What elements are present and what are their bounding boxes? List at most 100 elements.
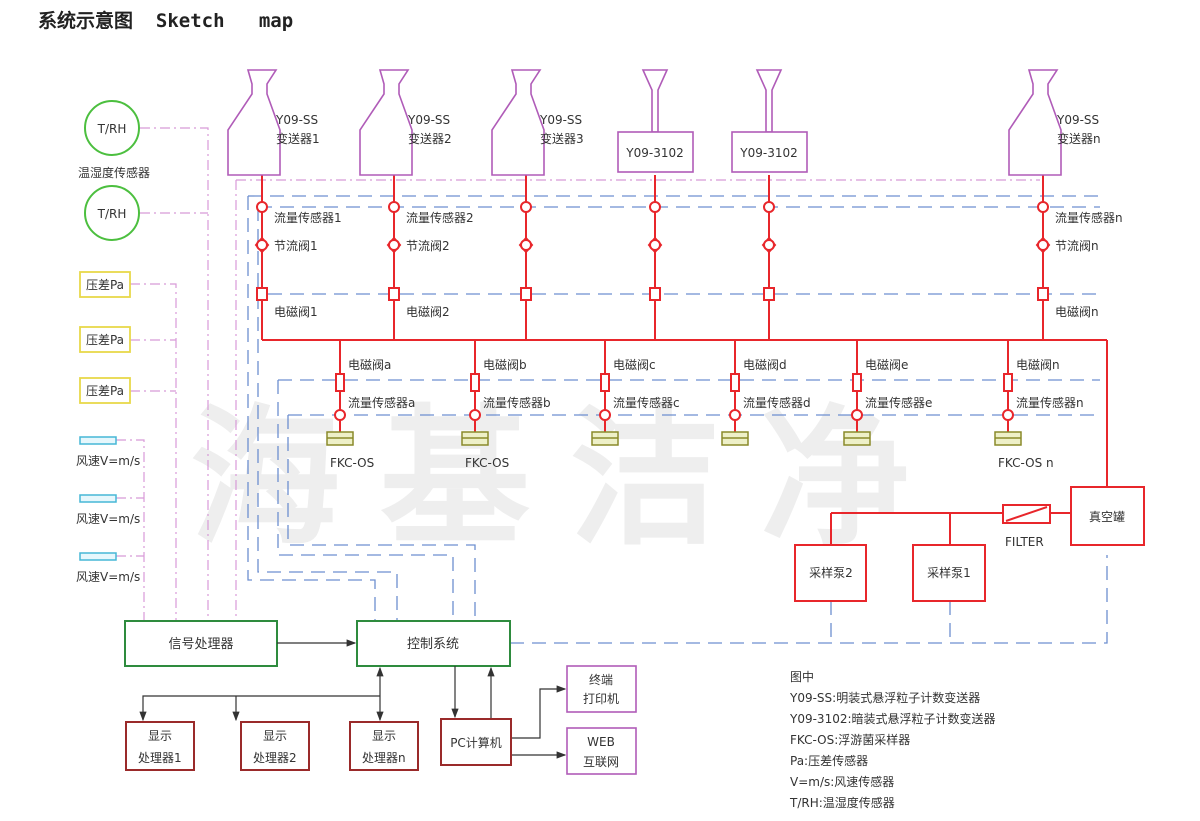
transmitter-name: 变送器3 [540,131,584,146]
throttle-valve-icon [520,239,532,251]
sampler-flow-label: 流量传感器a [348,395,415,410]
pressure-sensor [79,377,131,404]
flow-sensor-icon [763,201,775,213]
pump1-label: 采样泵1 [927,565,971,580]
throttle-label: 节流阀2 [406,239,450,253]
legend-item: FKC-OS:浮游菌采样器 [790,732,910,747]
transmitter-probe [755,69,783,133]
solenoid-valve-icon [1037,287,1049,301]
transmitter-body [1008,69,1062,176]
control-to-tank [510,555,1108,644]
trh-caption: 温湿度传感器 [78,165,150,180]
solenoid-valve-icon [470,373,480,392]
pressure-sensor [79,326,131,353]
sampler-label: FKC-OS n [998,456,1054,470]
transmitter-name: 变送器2 [408,131,452,146]
wind-label: 风速V=m/s [76,570,140,584]
pump2-label: 采样泵2 [809,565,853,580]
signal-to-control-3 [277,380,454,621]
web-box [566,727,637,775]
trh1-line [140,127,209,621]
flow-sensor-label: 流量传感器2 [406,210,474,225]
solenoid-valve-label: 电磁阀2 [406,304,450,319]
transmitter-body [227,69,281,176]
solenoid-valve-icon [1003,373,1013,392]
flow-sensor-icon [1037,201,1049,213]
arrow-to-display1 [139,695,380,722]
wind-label: 风速V=m/s [76,454,140,468]
signal-to-control-4 [287,415,476,621]
diagram-title: 系统示意图 Sketch map [38,10,294,32]
solenoid-valve-icon [388,287,400,301]
transmitter-body [491,69,545,176]
web-label-2: 互联网 [583,755,619,769]
pressure-sensor [79,271,131,298]
sampler-valve-label: 电磁阀a [348,357,391,372]
sampling-pump-2 [794,544,867,602]
signal-to-control-1 [247,196,376,621]
pa-line [130,283,177,621]
components: Y09-SS变送器1流量传感器1节流阀1电磁阀1Y09-SS变送器2流量传感器2… [76,69,1145,810]
solenoid-valve-icon [649,287,661,301]
sampler-label: FKC-OS [465,456,509,470]
transmitter-model: Y09-3102 [739,146,797,160]
flow-sensor-icon [334,409,346,421]
transmitter-3: Y09-SS 变送器3 [491,69,584,301]
flow-sensor-icon [469,409,481,421]
displayn-label-1: 显示 [372,729,396,743]
pc-label: PC计算机 [450,735,502,750]
sampler-flow-label: 流量传感器b [483,395,551,410]
solenoid-valve-icon [256,287,268,301]
legend-item: Y09-3102:暗装式悬浮粒子计数变送器 [789,711,996,726]
trh-label: T/RH [97,207,127,221]
transmitter-model: Y09-SS [539,113,582,127]
display2-label-2: 处理器2 [253,751,297,765]
legend-item: V=m/s:风速传感器 [790,774,894,789]
legend-item: T/RH:温湿度传感器 [789,795,895,810]
throttle-valve-icon [388,239,400,251]
sampler-flow-label: 流量传感器e [865,395,932,410]
transmitter-box [617,131,694,173]
wind-sensor [79,552,117,561]
transmitter-name: 变送器1 [276,131,320,146]
sampler-flow-label: 流量传感器c [613,395,680,410]
solenoid-valve-icon [335,373,345,392]
vacuum-tank [1070,486,1145,546]
throttle-valve-icon [1037,239,1049,251]
transmitter-name: 变送器n [1057,131,1101,146]
transmitter-5: Y09-3102 [731,69,808,301]
display2-label-1: 显示 [263,729,287,743]
flow-sensor-icon [599,409,611,421]
display2-box [240,721,310,771]
flow-sensor-label: 流量传感器1 [274,210,342,225]
printer-label-2: 打印机 [583,692,619,706]
pc-box [440,718,512,766]
trh-sensor [84,185,140,241]
solenoid-valve-icon [763,287,775,301]
wind-sensor [79,494,117,503]
display1-label-2: 处理器1 [138,751,182,765]
transmitter-model: Y09-SS [275,113,318,127]
legend-item: 图中 [790,669,814,684]
pressure-label: 压差Pa [86,278,124,292]
flow-sensor-label: 流量传感器n [1055,210,1123,225]
flow-sensor-icon [520,201,532,213]
flow-sensor-icon [1002,409,1014,421]
sampling-pump-1 [912,544,986,602]
displayn-label-2: 处理器n [362,751,406,765]
sampler-valve-label: 电磁阀c [613,357,656,372]
transmitter-box [731,131,808,173]
solenoid-valve-label: 电磁阀n [1055,304,1099,319]
flow-sensor-icon [649,201,661,213]
printer-label-1: 终端 [589,672,613,687]
pressure-label: 压差Pa [86,333,124,347]
sampler-valve-label: 电磁阀n [1016,357,1060,372]
printer-box [566,665,637,713]
